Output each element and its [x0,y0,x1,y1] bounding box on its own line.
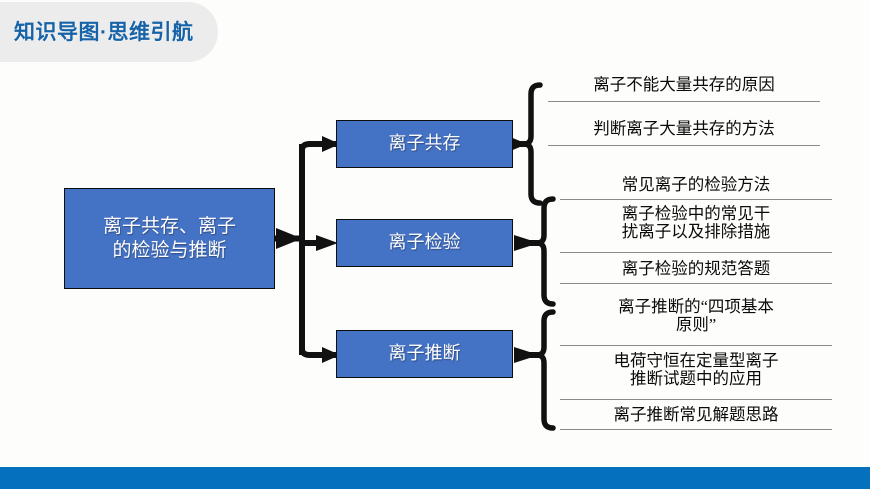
sub-item-b2-3[interactable]: 离子检验的规范答题 [560,259,832,284]
sub-item-b3-2[interactable]: 电荷守恒在定量型离子 推断试题中的应用 [560,351,832,400]
page-title: 知识导图·思维引航 [14,21,194,44]
sub-item-b1-1[interactable]: 离子不能大量共存的原因 [548,75,820,102]
branch-node-ion-inference[interactable]: 离子推断 [336,330,513,378]
sub-item-b1-2[interactable]: 判断离子大量共存的方法 [548,119,820,146]
branch-node-ion-detection[interactable]: 离子检验 [336,219,513,267]
sub-item-b3-1[interactable]: 离子推断的“四项基本 原则” [560,297,832,346]
root-node[interactable]: 离子共存、离子 的检验与推断 [64,188,275,289]
branch-node-ion-coexistence[interactable]: 离子共存 [336,120,513,168]
sub-item-b3-3[interactable]: 离子推断常见解题思路 [560,405,832,430]
sub-item-b2-1[interactable]: 常见离子的检验方法 [560,175,832,200]
header-decoration-shape [0,2,218,62]
sub-item-b2-2[interactable]: 离子检验中的常见干 扰离子以及排除措施 [560,204,832,253]
footer-accent-bar [0,467,870,489]
